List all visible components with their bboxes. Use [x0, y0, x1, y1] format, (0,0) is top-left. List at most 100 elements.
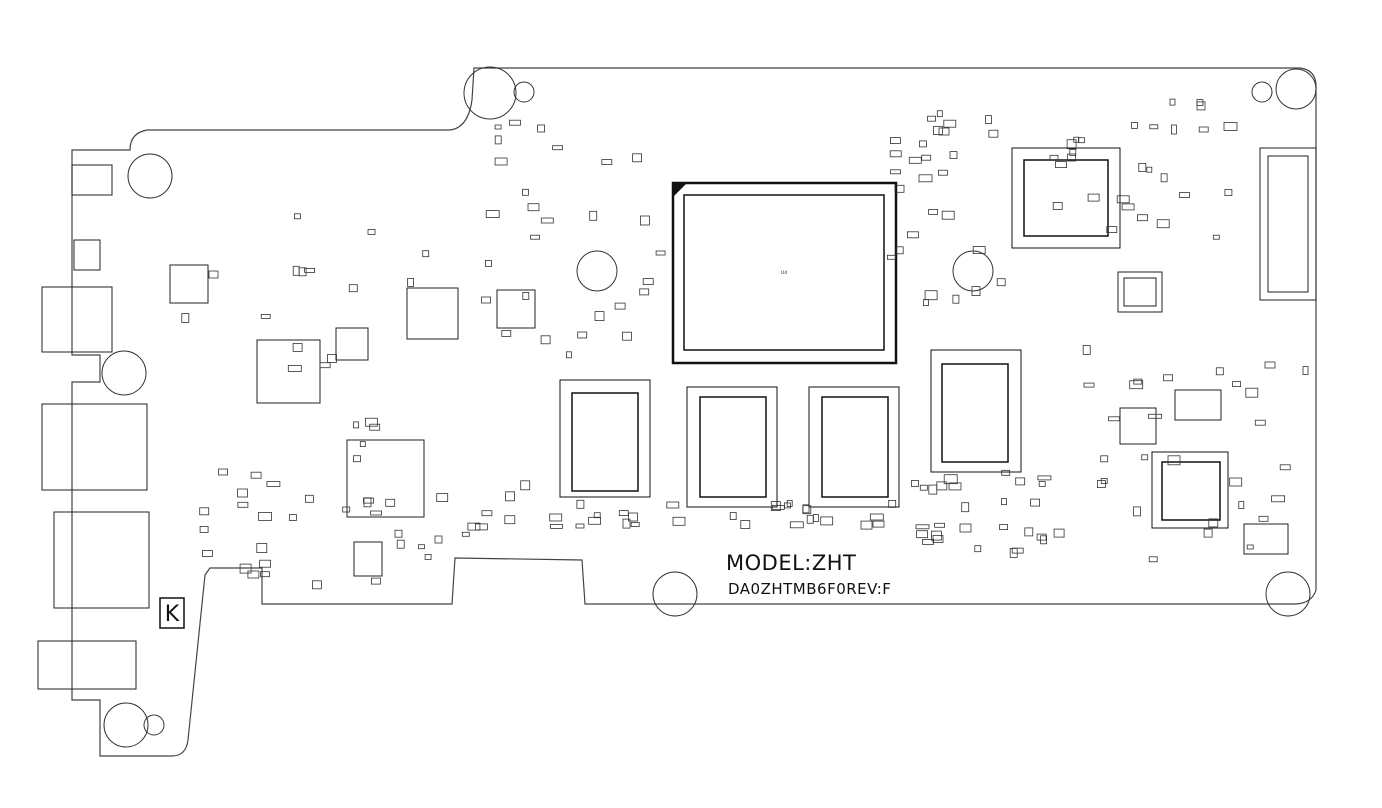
- pad: [1148, 556, 1158, 563]
- pad: [1083, 382, 1095, 388]
- passive-pads: [181, 98, 1309, 590]
- pad: [501, 329, 512, 337]
- pad: [288, 514, 297, 521]
- pad: [1232, 381, 1241, 388]
- pad: [522, 291, 530, 300]
- pad: [256, 543, 268, 553]
- pad: [887, 254, 896, 260]
- pad: [1001, 469, 1011, 476]
- pad: [1171, 124, 1177, 135]
- pad: [1055, 161, 1067, 169]
- pad: [1100, 478, 1108, 484]
- pad: [363, 497, 372, 508]
- pad: [199, 507, 210, 516]
- pad: [1254, 419, 1266, 426]
- pad: [642, 278, 654, 286]
- pad: [394, 529, 403, 538]
- pad: [418, 544, 425, 550]
- svg-text:K: K: [165, 602, 180, 627]
- pad: [907, 231, 919, 239]
- pad: [577, 331, 588, 339]
- pad: [292, 342, 303, 352]
- pad: [915, 524, 930, 530]
- pad: [247, 570, 260, 579]
- pad: [385, 498, 396, 507]
- pad: [630, 522, 640, 527]
- pad: [396, 539, 405, 549]
- cpu-chip: U4: [671, 181, 898, 365]
- pad: [672, 516, 686, 526]
- pad: [1148, 413, 1162, 419]
- pad: [1196, 101, 1206, 111]
- pad: [932, 535, 944, 543]
- pad: [919, 484, 928, 491]
- pad: [933, 126, 943, 135]
- pad: [813, 514, 819, 522]
- pad: [938, 169, 948, 176]
- pad: [1131, 122, 1138, 129]
- pad: [353, 455, 361, 463]
- pad: [1133, 378, 1143, 385]
- pad: [927, 115, 936, 122]
- pad: [921, 154, 932, 161]
- pad: [1138, 162, 1147, 172]
- pad: [260, 313, 271, 319]
- pad: [1146, 166, 1153, 173]
- pad: [1133, 506, 1141, 517]
- pad: [1036, 533, 1047, 541]
- pad: [304, 267, 316, 273]
- pad: [789, 521, 804, 529]
- pad: [1198, 126, 1209, 133]
- pad: [237, 501, 249, 508]
- pad: [1302, 366, 1309, 376]
- pad: [959, 523, 972, 533]
- pad: [481, 510, 493, 517]
- board-id-label: DA0ZHTMB6F0REV:F: [728, 580, 891, 598]
- pad: [292, 265, 300, 276]
- pad: [494, 157, 508, 166]
- pad: [359, 441, 366, 448]
- pad: [1203, 528, 1213, 538]
- pad: [260, 571, 270, 578]
- pad: [894, 184, 905, 193]
- pad: [618, 510, 629, 517]
- pad: [266, 481, 281, 488]
- pad: [1009, 548, 1018, 558]
- pad: [1246, 544, 1254, 550]
- pad: [1053, 528, 1065, 538]
- pad: [552, 145, 563, 151]
- pad: [1196, 99, 1204, 106]
- pad: [304, 494, 314, 503]
- pad: [589, 210, 598, 221]
- pad: [895, 246, 904, 255]
- pad: [367, 228, 376, 235]
- pad: [1141, 454, 1149, 461]
- pad: [1052, 201, 1063, 210]
- pad: [1229, 477, 1243, 487]
- pad: [999, 524, 1008, 530]
- pad: [1258, 515, 1269, 522]
- pad: [928, 208, 938, 215]
- pad: [370, 577, 381, 585]
- board-outline: [71, 67, 1317, 757]
- pad: [494, 135, 502, 145]
- pad: [740, 520, 751, 529]
- pad: [889, 150, 902, 158]
- pad: [540, 335, 551, 345]
- pad: [628, 512, 638, 522]
- pad: [806, 514, 814, 524]
- pad: [218, 468, 229, 476]
- pad: [934, 522, 945, 528]
- pad: [666, 501, 680, 509]
- pad: [943, 474, 958, 485]
- pad: [918, 174, 933, 183]
- pad: [770, 501, 781, 512]
- pad: [1160, 173, 1168, 183]
- pad: [888, 499, 897, 508]
- pad: [1156, 219, 1170, 229]
- pad: [353, 421, 360, 429]
- pad: [1212, 234, 1220, 240]
- pad: [952, 294, 960, 304]
- cpu-label: U4: [781, 270, 787, 276]
